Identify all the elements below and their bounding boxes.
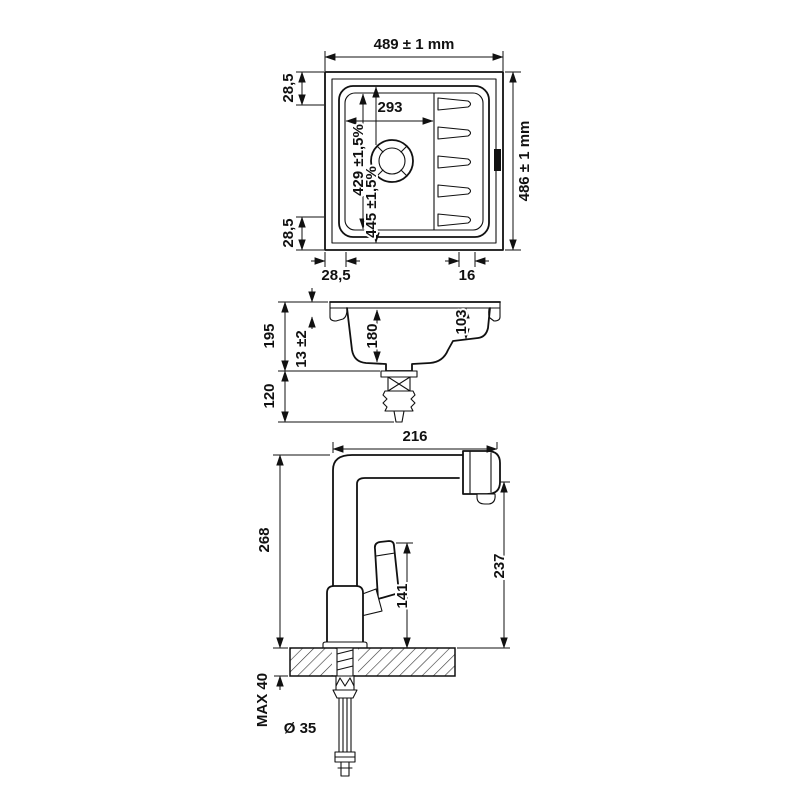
dim-sink-outer-height: 486 ± 1 mm — [516, 121, 533, 202]
dim-top-margin: 28,5 — [280, 73, 297, 102]
dim-spout-reach: 216 — [402, 428, 427, 445]
dim-total-depth: 195 — [261, 323, 278, 348]
countertop — [289, 647, 456, 677]
dim-bottom-offset-left: 28,5 — [321, 267, 350, 284]
sink-section-view — [329, 301, 501, 423]
dim-tap-hole-diameter: Ø 35 — [284, 720, 317, 737]
dim-bowl-length: 429 ±1,5% — [350, 124, 367, 196]
dim-cutout-length: 445 ±1,5% — [363, 166, 380, 238]
dim-sink-outer-width: 489 ± 1 mm — [374, 36, 455, 53]
sink-top-view — [324, 71, 504, 251]
sink-outer-edge — [324, 71, 504, 251]
drain-outlet — [370, 139, 414, 183]
spout-outer-line — [332, 454, 464, 589]
drainer-ribs — [437, 97, 472, 227]
bowl-outline — [338, 85, 490, 238]
dim-bottom-margin: 28,5 — [280, 218, 297, 247]
dim-bowl-width: 293 — [377, 99, 402, 116]
drain-trap — [380, 370, 418, 423]
bowl-section-outline — [346, 307, 491, 372]
top-view-dimensions: 489 ± 1 mm 486 ± 1 mm 28,5 28,5 293 429 … — [278, 34, 535, 286]
faucet-body — [326, 585, 364, 649]
faucet-view — [289, 450, 501, 777]
spray-head — [462, 450, 501, 505]
spout-inner-line — [356, 477, 460, 589]
dim-tray-depth: 103 — [453, 309, 470, 334]
dim-handle-height: 141 — [394, 583, 411, 608]
under-counter-hardware — [332, 675, 358, 777]
section-view-dimensions: 195 120 13 ±2 180 103 — [259, 288, 472, 423]
overflow-mark — [494, 149, 501, 171]
bowl-inner-outline — [344, 92, 484, 231]
dim-rim-height: 13 ±2 — [293, 330, 310, 367]
nozzle-tip — [476, 493, 496, 505]
dim-bottom-offset-right: 16 — [459, 267, 476, 284]
dim-height-above-deck: 268 — [256, 527, 273, 552]
dim-max-deck-thickness: MAX 40 — [254, 673, 271, 727]
dim-spout-clearance: 237 — [491, 553, 508, 578]
faucet-view-dimensions: 216 268 237 141 MAX 40 Ø 35 — [252, 426, 510, 739]
dim-drain-height: 120 — [261, 383, 278, 408]
base-plate — [322, 641, 368, 649]
dim-bowl-depth: 180 — [364, 323, 381, 348]
